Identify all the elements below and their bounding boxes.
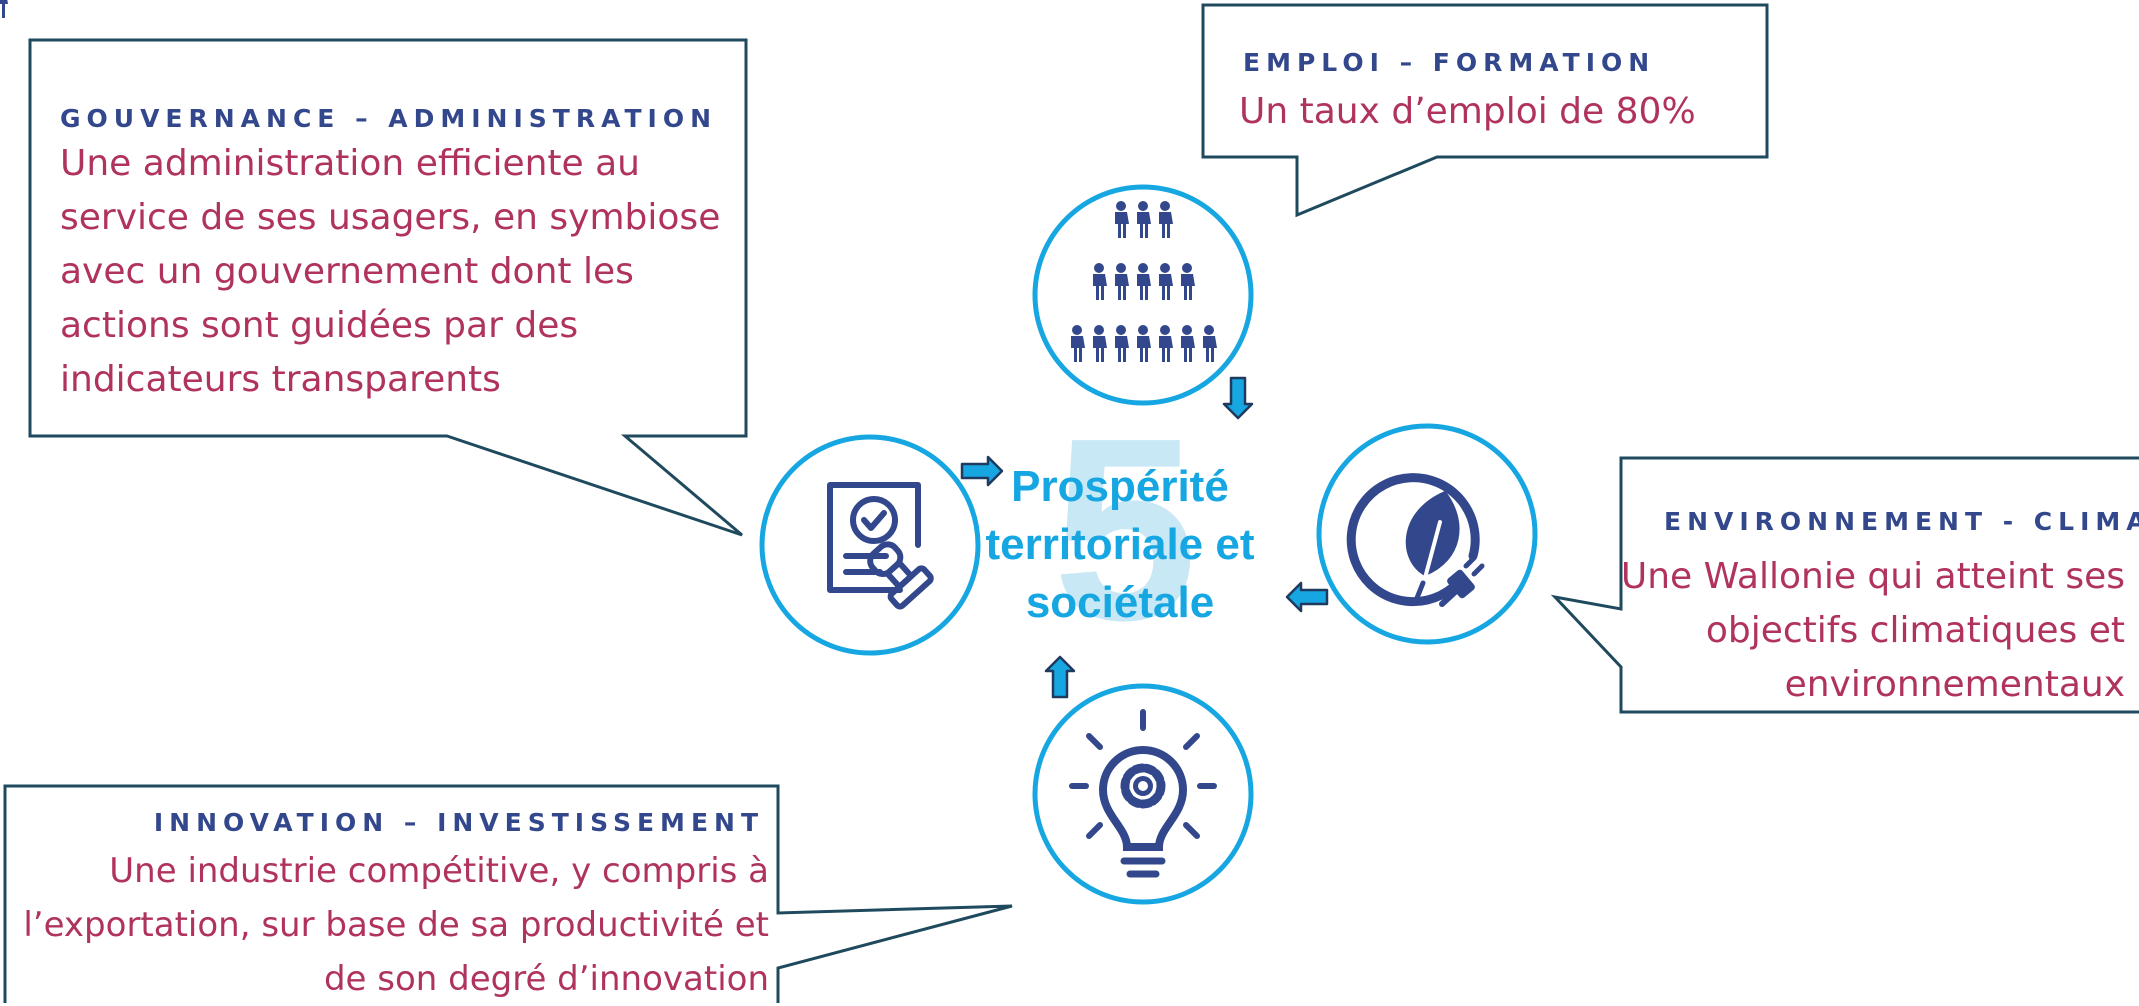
center-title-line: Prospérité <box>1011 462 1229 511</box>
description-line: Une administration efficiente au <box>60 143 640 184</box>
leaf-plug-icon <box>1346 473 1485 607</box>
description-line: de son degré d’innovation <box>323 959 769 999</box>
arrow-right-gouvernance <box>960 455 1004 487</box>
description-line: indicateurs transparents <box>60 359 501 400</box>
arrow-up-innovation <box>1044 655 1076 699</box>
description-line: Une Wallonie qui atteint ses <box>1620 556 2125 597</box>
innovation-title: INNOVATION – INVESTISSEMENT <box>153 808 764 837</box>
gouvernance-title: GOUVERNANCE – ADMINISTRATION <box>60 104 718 133</box>
arrow-down-emploi <box>1222 376 1254 420</box>
center-title: Prospérité territoriale et sociétale <box>960 458 1280 632</box>
circle-gouvernance <box>759 434 981 656</box>
center-number: 5 <box>1052 385 1198 675</box>
description-line: Une industrie compétitive, y compris à <box>109 851 769 891</box>
innovation-description: Une industrie compétitive, y compris à l… <box>23 844 769 1006</box>
callout-box-gouvernance <box>28 38 748 537</box>
center-title-line: territoriale et <box>985 520 1255 569</box>
description-line: Un taux d’emploi de 80% <box>1239 91 1696 132</box>
emploi-description: Un taux d’emploi de 80% <box>1239 85 1696 139</box>
description-line: service de ses usagers, en symbiose <box>60 197 721 238</box>
center-title-line: sociétale <box>1025 578 1215 627</box>
description-line: environnementaux <box>1784 664 2125 705</box>
callout-box-innovation <box>3 784 1013 1003</box>
people-pyramid-icon <box>0 0 1217 362</box>
description-line: objectifs climatiques et <box>1705 610 2125 651</box>
description-line: actions sont guidées par des <box>60 305 579 346</box>
callout-box-emploi <box>1201 3 1769 218</box>
lightbulb-gear-icon <box>1069 709 1217 878</box>
emploi-title: EMPLOI – FORMATION <box>1243 48 1656 77</box>
environnement-title: ENVIRONNEMENT - CLIMAT <box>1664 507 2139 536</box>
callout-box-environnement <box>1550 456 2139 714</box>
document-stamp-icon <box>827 482 934 610</box>
description-line: l’exportation, sur base de sa productivi… <box>23 905 769 945</box>
environnement-description: Une Wallonie qui atteint ses objectifs c… <box>1621 550 2125 712</box>
description-line: avec un gouvernement dont les <box>60 251 634 292</box>
arrow-left-environnement <box>1285 581 1329 613</box>
gouvernance-description: Une administration efficiente au service… <box>60 137 720 407</box>
